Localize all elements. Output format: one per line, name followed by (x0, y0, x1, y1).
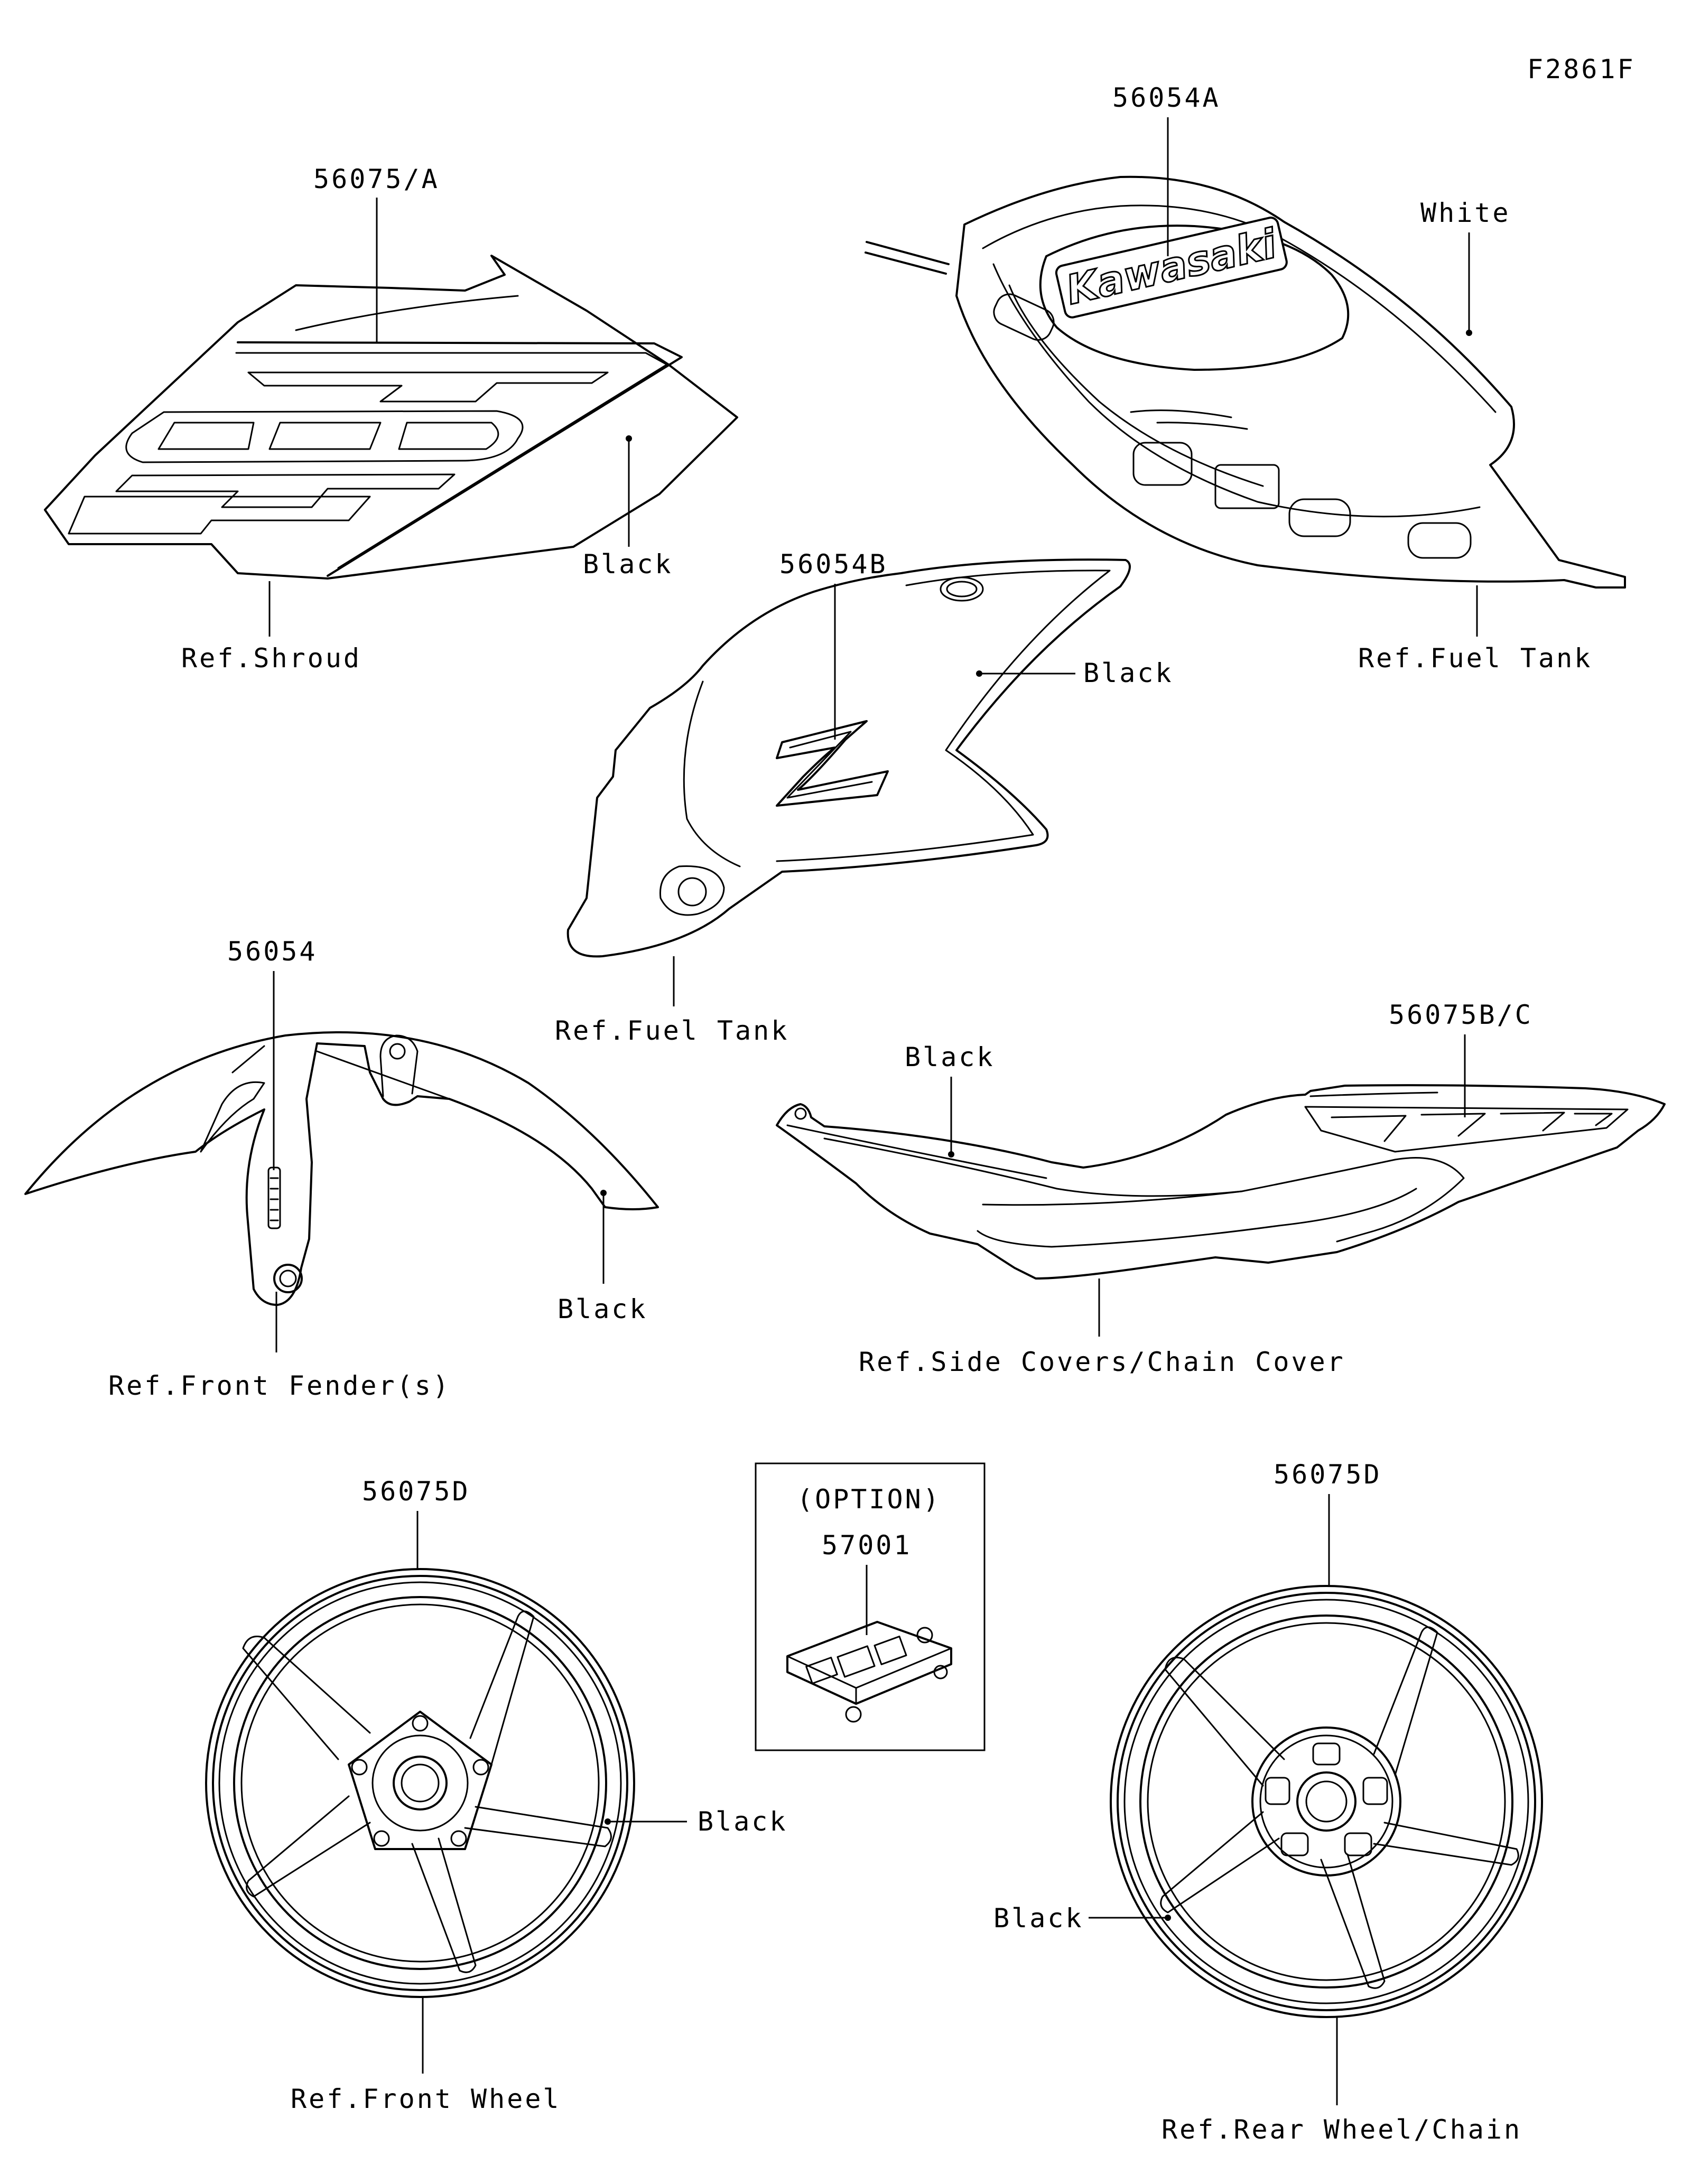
side-cover-part-number: 56075B/C (1389, 1000, 1533, 1030)
rear-wheel-color-point (1165, 1915, 1171, 1921)
tank-top-ref-label: Ref.Fuel Tank (1358, 643, 1592, 674)
side-cover-color-label: Black (905, 1042, 995, 1072)
z-logo (776, 720, 889, 807)
side-cover-ref-label: Ref.Side Covers/Chain Cover (859, 1347, 1345, 1377)
side-cover-drawing (776, 1084, 1666, 1280)
tank-top-color-label: White (1420, 198, 1511, 228)
front-wheel-drawing (205, 1568, 635, 1998)
rear-wheel-part-number: 56075D (1274, 1459, 1382, 1490)
shroud-color-label: Black (583, 549, 673, 580)
kawasaki-logo-plate (1055, 217, 1288, 319)
fender-color-label: Black (558, 1294, 648, 1324)
kawasaki-logo-text: Kawasaki (1062, 220, 1281, 314)
option-label: (OPTION) (797, 1484, 941, 1515)
side-cover-color-point (948, 1151, 954, 1158)
shroud-drawing (44, 255, 738, 580)
front-wheel-ref-label: Ref.Front Wheel (291, 2084, 561, 2114)
option-box (755, 1462, 986, 1751)
front-wheel-color-label: Black (698, 1806, 788, 1837)
shroud-part-number: 56075/A (313, 164, 440, 194)
tank-top-color-point (1466, 330, 1472, 336)
rear-wheel-color-label: Black (993, 1903, 1084, 1934)
fuel-tank-drawing: Kawasaki (865, 175, 1626, 589)
tank-side-ref-label: Ref.Fuel Tank (555, 1015, 789, 1046)
tank-side-cover-drawing (566, 558, 1131, 958)
front-wheel-part-number: 56075D (362, 1476, 470, 1507)
tank-top-part-number: 56054A (1112, 82, 1221, 113)
front-fender-drawing (24, 1031, 659, 1306)
option-part-number: 57001 (822, 1530, 912, 1561)
tool-drawing (786, 1621, 952, 1723)
figure-code: F2861F (1527, 54, 1636, 85)
fender-part-number: 56054 (227, 936, 318, 967)
fender-ref-label: Ref.Front Fender(s) (108, 1370, 451, 1401)
tank-side-part-number: 56054B (779, 549, 888, 580)
rear-wheel-ref-label: Ref.Rear Wheel/Chain (1162, 2114, 1522, 2145)
rear-wheel-drawing (1110, 1585, 1543, 2018)
tank-side-color-label: Black (1083, 658, 1174, 688)
shroud-ref-label: Ref.Shroud (181, 643, 361, 674)
